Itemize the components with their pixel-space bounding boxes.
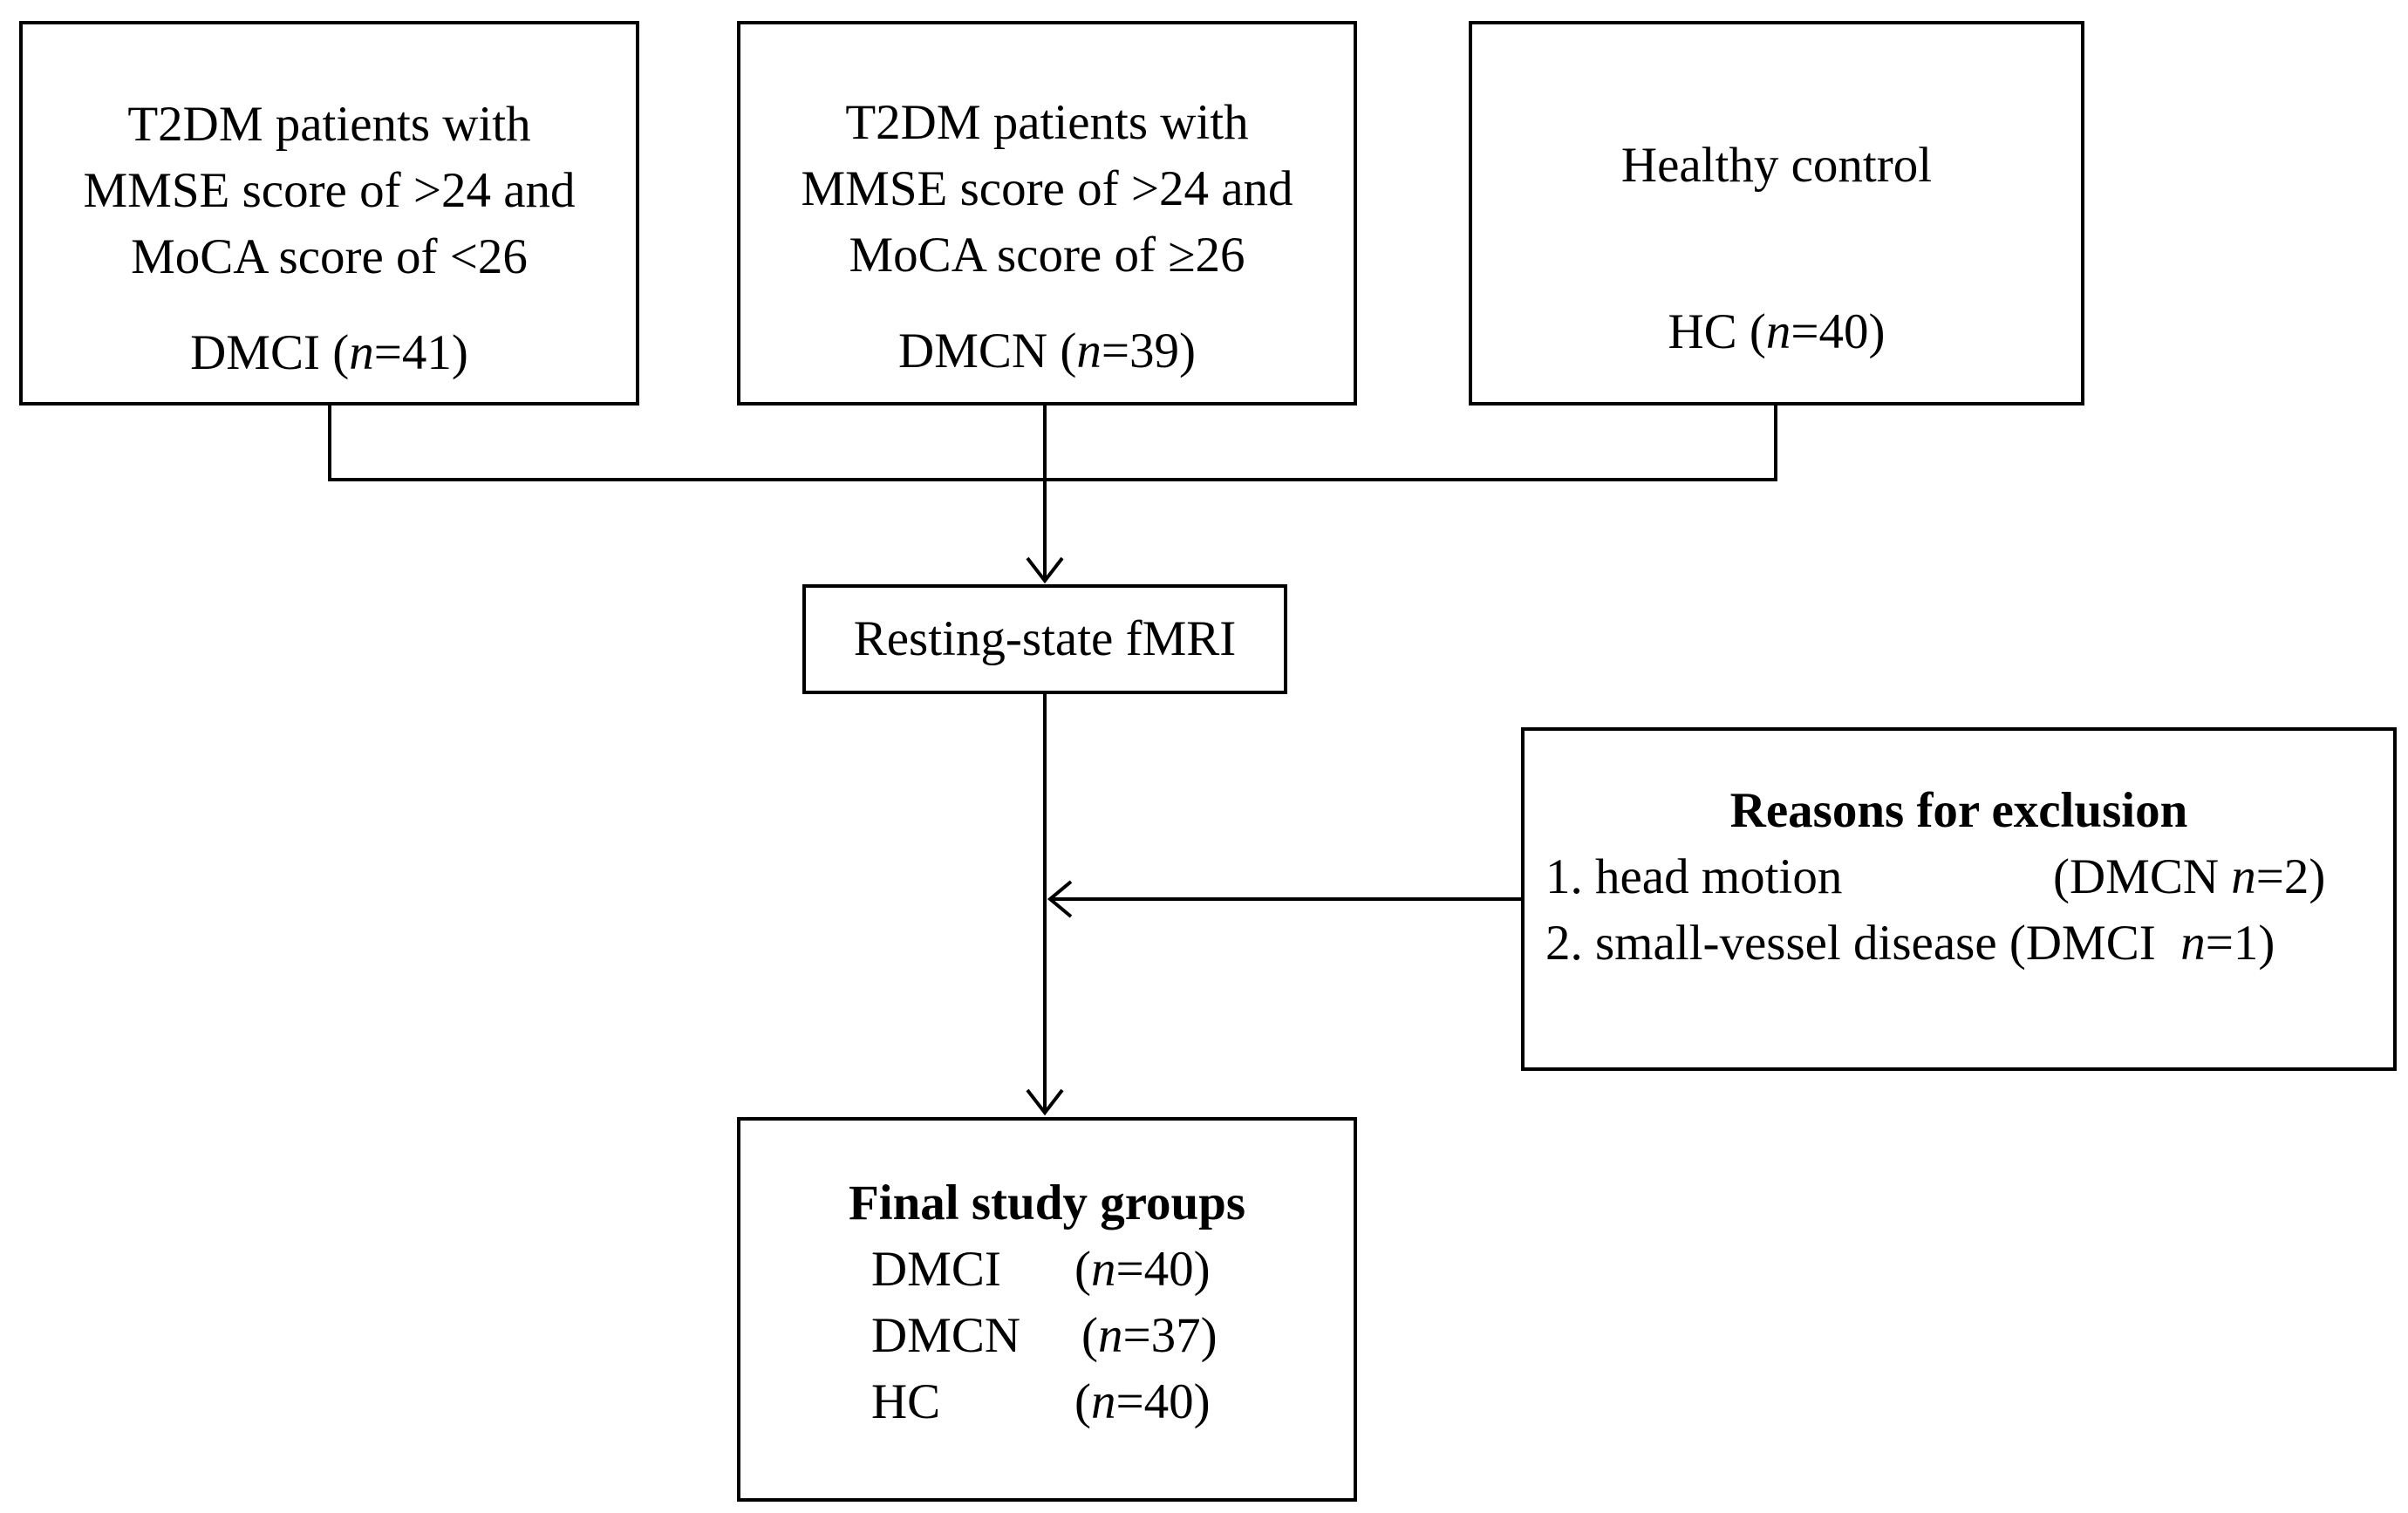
- exclusion-title: Reasons for exclusion: [1729, 783, 2188, 838]
- final-group-label: DMCI: [871, 1242, 1001, 1297]
- group-count: DMCN (n=39): [898, 324, 1196, 378]
- exclusion-reason: 1. head motion: [1545, 849, 1843, 904]
- scan-box: Resting-state fMRI: [802, 584, 1287, 694]
- paren: (: [1074, 1374, 1091, 1429]
- final-row: HC (n=40): [740, 1369, 1354, 1435]
- n-symbol: n: [2231, 849, 2256, 904]
- group-box-dmcn: T2DM patients with MMSE score of >24 and…: [737, 21, 1357, 406]
- n-symbol: n: [1765, 304, 1791, 359]
- n-symbol: n: [1090, 1374, 1116, 1429]
- n-symbol: n: [1090, 1242, 1116, 1297]
- exclusion-n-value: =1): [2205, 916, 2275, 971]
- exclusion-reason: 2. small-vessel disease: [1545, 916, 1997, 971]
- group-desc-line: T2DM patients with: [127, 97, 531, 152]
- group-desc-line: MoCA score of <26: [131, 229, 528, 284]
- group-label: HC: [1668, 304, 1737, 359]
- final-group-label: HC: [871, 1374, 941, 1429]
- final-title: Final study groups: [848, 1176, 1246, 1230]
- group-desc-line: MMSE score of >24 and: [83, 163, 576, 218]
- exclusion-item: 2. small-vessel disease (DMCI n=1): [1545, 910, 2393, 977]
- group-label: DMCI: [190, 325, 320, 380]
- group-count: HC (n=40): [1668, 304, 1886, 359]
- group-label: DMCN: [898, 324, 1048, 378]
- n-symbol: n: [349, 325, 374, 380]
- group-desc-line: MMSE score of >24 and: [801, 161, 1293, 216]
- final-n-value: =40): [1115, 1242, 1211, 1297]
- exclusion-group: (DMCN: [2053, 849, 2232, 904]
- group-n-value: =40: [1791, 304, 1869, 359]
- group-count: DMCI (n=41): [190, 325, 468, 380]
- exclusion-n-value: =2): [2255, 849, 2326, 904]
- group-box-hc: Healthy control HC (n=40): [1469, 21, 2084, 406]
- final-n-value: =37): [1122, 1308, 1218, 1363]
- arrowhead-fmri: [1026, 556, 1064, 584]
- final-group-count: (n=40): [1074, 1237, 1211, 1303]
- n-symbol: n: [1076, 324, 1102, 378]
- n-symbol: n: [1097, 1308, 1123, 1363]
- group-desc-line: MoCA score of ≥26: [849, 228, 1245, 283]
- paren: (: [1081, 1308, 1098, 1363]
- arrowhead-exclusion: [1047, 880, 1073, 918]
- scan-label: Resting-state fMRI: [853, 611, 1237, 666]
- exclusion-count: (DMCI n=1): [1997, 910, 2275, 977]
- final-box: Final study groups DMCI (n=40) DMCN (n=3…: [737, 1117, 1357, 1502]
- final-group-count: (n=40): [1074, 1369, 1211, 1435]
- exclusion-box: Reasons for exclusion 1. head motion (DM…: [1521, 727, 2397, 1071]
- paren: ): [1178, 324, 1196, 378]
- final-group-label: DMCN: [871, 1308, 1021, 1363]
- merge-line: [328, 405, 1777, 481]
- final-row: DMCN (n=37): [740, 1303, 1354, 1369]
- group-desc-line: T2DM patients with: [845, 95, 1249, 150]
- exclusion-count: (DMCN n=2): [2053, 844, 2325, 910]
- final-row: DMCI (n=40): [740, 1237, 1354, 1303]
- final-n-value: =40): [1115, 1374, 1211, 1429]
- paren: ): [1868, 304, 1886, 359]
- final-group-count: (n=37): [1081, 1303, 1218, 1369]
- group-desc-line: Healthy control: [1620, 138, 1933, 193]
- exclusion-group: (DMCI: [2009, 916, 2181, 971]
- paren: ): [451, 325, 468, 380]
- group-n-value: =39: [1101, 324, 1179, 378]
- n-symbol: n: [2180, 916, 2206, 971]
- group-box-dmci: T2DM patients with MMSE score of >24 and…: [19, 21, 639, 406]
- group-n-value: =41: [373, 325, 452, 380]
- arrowhead-final: [1026, 1088, 1064, 1116]
- exclusion-item: 1. head motion (DMCN n=2): [1545, 844, 2393, 910]
- paren: (: [1074, 1242, 1091, 1297]
